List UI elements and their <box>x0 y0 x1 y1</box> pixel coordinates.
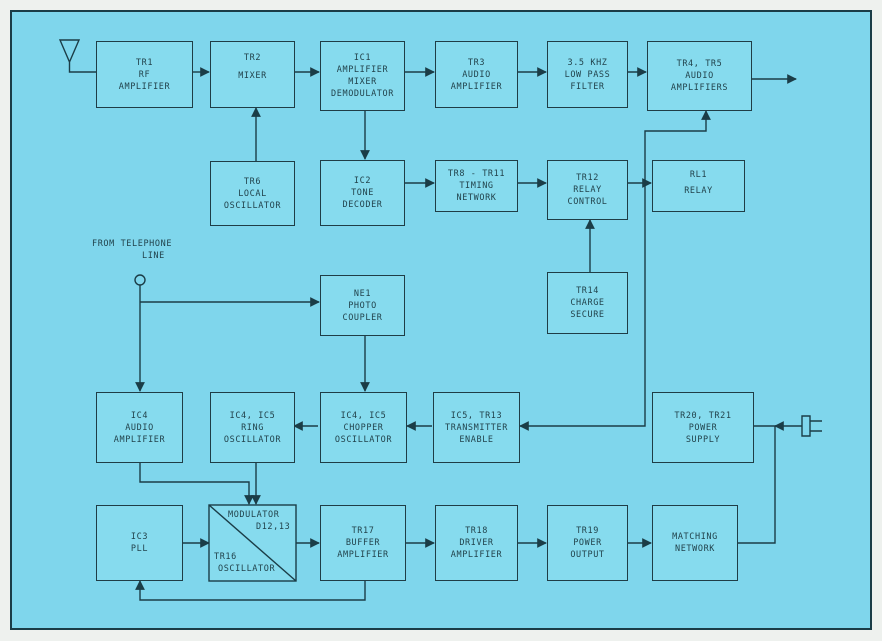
oscillator-label: OSCILLATOR <box>218 564 276 574</box>
modulator-diodes-label: D12,13 <box>256 522 291 532</box>
antenna-icon <box>58 39 96 73</box>
modulator-label: MODULATOR <box>228 510 280 520</box>
wire <box>139 463 254 505</box>
plug-icon <box>801 415 822 437</box>
wire <box>519 110 711 431</box>
modulator-divider <box>208 504 297 582</box>
wire <box>135 580 366 601</box>
telephone-terminal <box>134 274 146 286</box>
oscillator-tr16-label: TR16 <box>214 552 237 562</box>
wire <box>738 425 776 544</box>
